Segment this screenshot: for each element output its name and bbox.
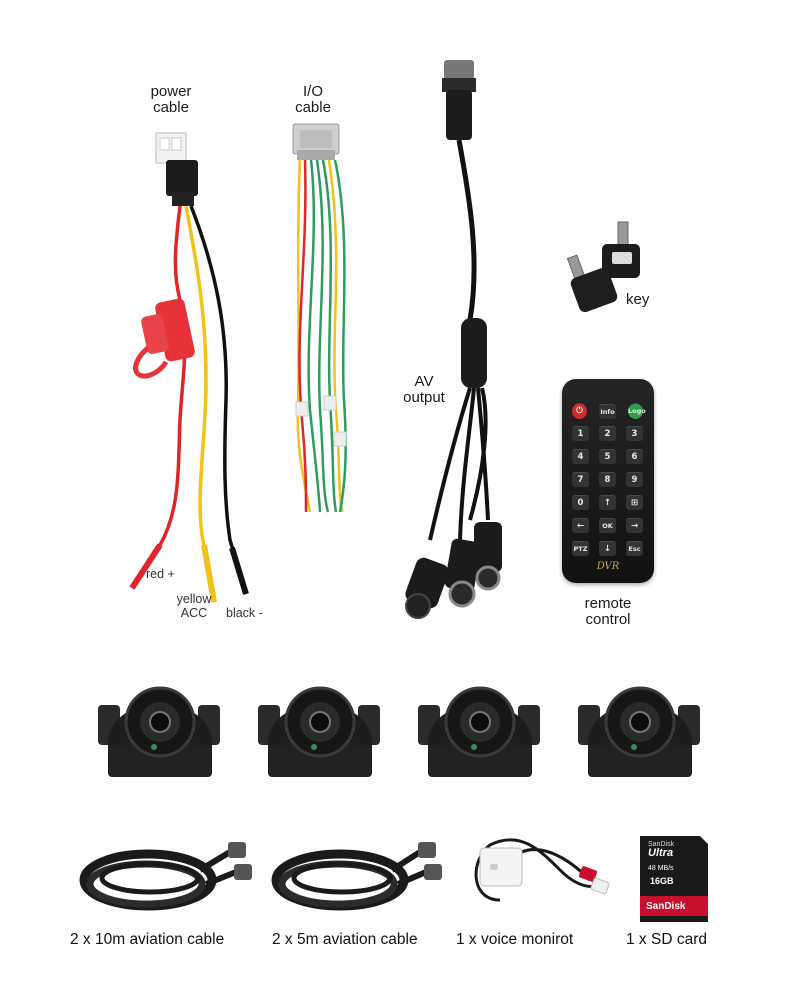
remote-key-8: 8 (599, 472, 616, 487)
remote-control: ⏻ Info Logo 1 2 3 4 5 6 7 8 9 0 ↑ ⊞ ← OK… (562, 379, 654, 583)
voice-monitor (474, 838, 610, 902)
aviation-cable-5m (271, 842, 442, 911)
label-remote-control-line2: control (585, 611, 631, 628)
power-cable (129, 132, 249, 603)
sd-capacity-size: 16GB (650, 876, 674, 886)
label-io-cable-line1: I/O (302, 83, 323, 100)
remote-key-4: 4 (572, 449, 589, 464)
label-red-plus: red + (146, 567, 175, 581)
label-black-minus: black - (226, 606, 263, 620)
remote-key-1: 1 (572, 426, 589, 441)
label-power-cable: power cable (140, 84, 202, 116)
label-power-cable-line1: power (150, 83, 192, 100)
remote-ok-key: OK (599, 518, 616, 533)
label-av-output-line1: AV (414, 373, 434, 390)
remote-info-key: Info (599, 404, 616, 419)
remote-key-2: 2 (599, 426, 616, 441)
remote-esc-key: Esc (626, 541, 643, 556)
io-cable (292, 123, 347, 513)
camera-3 (418, 686, 540, 777)
label-yellow-acc: yellow ACC (172, 592, 216, 620)
remote-ptz-key: PTZ (572, 541, 589, 556)
camera-set (98, 686, 700, 777)
fuse-holder (133, 298, 195, 379)
keys-illustration (566, 221, 640, 313)
camera-4 (578, 686, 700, 777)
caption-sd-card: 1 x SD card (626, 931, 707, 948)
remote-right-arrow-icon: → (626, 518, 643, 533)
label-av-output: AV output (396, 374, 452, 406)
remote-key-3: 3 (626, 426, 643, 441)
label-power-cable-line2: cable (153, 99, 189, 116)
av-output-cable (405, 60, 502, 619)
sd-brand-top: SanDisk (648, 841, 675, 848)
sd-brand-bottom: SanDisk (646, 901, 686, 912)
remote-brand: DVR (596, 561, 620, 572)
remote-key-5: 5 (599, 449, 616, 464)
label-yellow-acc-line1: yellow (176, 592, 212, 606)
remote-left-arrow-icon: ← (572, 518, 589, 533)
label-io-cable: I/O cable (288, 84, 338, 116)
label-yellow-acc-line2: ACC (180, 606, 208, 620)
sd-card (640, 836, 708, 922)
aviation-cable-10m (79, 842, 252, 911)
camera-1 (98, 686, 220, 777)
remote-key-0: 0 (572, 495, 589, 510)
remote-up-arrow-icon: ↑ (599, 495, 616, 510)
label-av-output-line2: output (403, 389, 445, 406)
camera-2 (258, 686, 380, 777)
sd-line: Ultra (648, 847, 674, 859)
caption-aviation-10m: 2 x 10m aviation cable (70, 931, 225, 948)
remote-grid-icon: ⊞ (626, 495, 643, 510)
caption-voice-monitor: 1 x voice monirot (456, 931, 574, 948)
sd-capacity: 48 MB/s (648, 865, 674, 872)
label-io-cable-line2: cable (295, 99, 331, 116)
remote-down-arrow-icon: ↓ (599, 541, 616, 556)
remote-power-button: ⏻ (572, 403, 587, 419)
remote-key-6: 6 (626, 449, 643, 464)
label-remote-control: remote control (573, 596, 643, 628)
remote-key-7: 7 (572, 472, 589, 487)
label-remote-control-line1: remote (584, 595, 632, 612)
label-key: key (626, 291, 650, 308)
caption-aviation-5m: 2 x 5m aviation cable (272, 931, 418, 948)
remote-key-9: 9 (626, 472, 643, 487)
remote-logo-key: Logo (628, 403, 646, 419)
